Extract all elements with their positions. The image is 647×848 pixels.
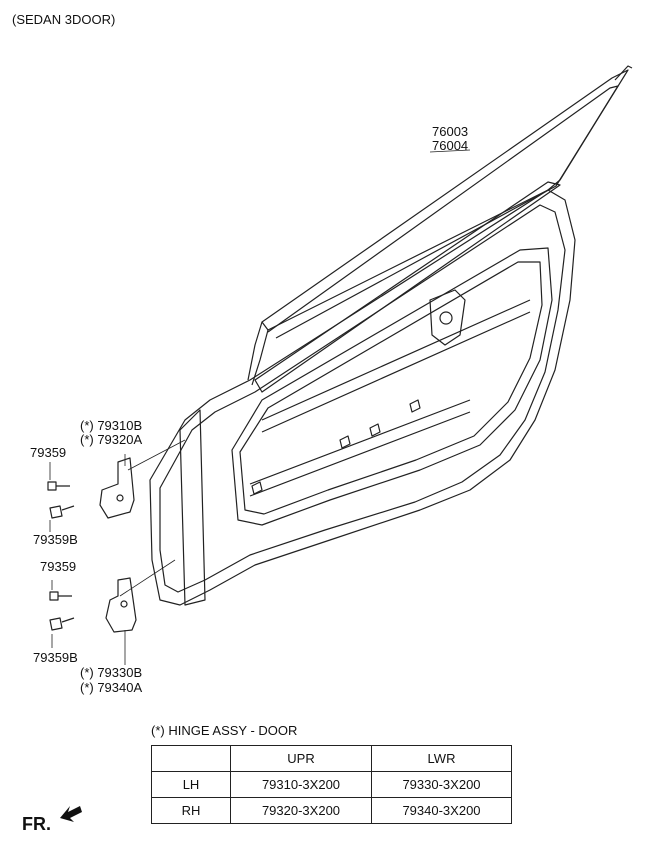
table-row: LH 79310-3X200 79330-3X200: [151, 771, 512, 798]
hinge-assy-table: UPR LWR LH 79310-3X200 79330-3X200 RH 79…: [151, 745, 512, 824]
callout-79359-upper: 79359: [30, 445, 67, 460]
callout-79320a: (*) 79320A: [80, 432, 143, 447]
lower-bolt-b: [49, 617, 75, 631]
table-header-cell: UPR: [230, 745, 372, 772]
callout-79359b-upper: 79359B: [33, 532, 78, 547]
table-header-cell: LWR: [371, 745, 512, 772]
view-title: (SEDAN 3DOOR): [12, 12, 116, 27]
upper-bolt-b: [49, 505, 75, 519]
upper-hinge: [99, 457, 135, 519]
front-arrow-icon: [60, 806, 82, 822]
regulator-bracket: [429, 289, 466, 346]
callout-79359b-lower: 79359B: [33, 650, 78, 665]
table-cell: LH: [151, 771, 231, 798]
table-cell: 79310-3X200: [230, 771, 372, 798]
callout-79340a: (*) 79340A: [80, 680, 143, 695]
table-row: RH 79320-3X200 79340-3X200: [151, 797, 512, 824]
front-direction-label: FR.: [22, 814, 51, 834]
callout-76003: 76003: [432, 124, 469, 139]
door-inner-opening: [231, 247, 553, 526]
table-cell: 79340-3X200: [371, 797, 512, 824]
lower-bolt: [49, 591, 72, 601]
hinge-table-title: (*) HINGE ASSY - DOOR: [151, 723, 298, 738]
callout-79330b: (*) 79330B: [80, 665, 143, 680]
lower-hinge: [105, 577, 137, 633]
table-cell: 79320-3X200: [230, 797, 372, 824]
window-frame: [261, 69, 629, 331]
table-header-row: UPR LWR: [151, 745, 512, 772]
upper-bolt: [47, 481, 70, 491]
table-cell: RH: [151, 797, 231, 824]
callout-79310b: (*) 79310B: [80, 418, 143, 433]
callout-79359-lower: 79359: [40, 559, 77, 574]
callout-76004: 76004: [432, 138, 469, 153]
table-cell: 79330-3X200: [371, 771, 512, 798]
table-header-cell: [151, 745, 231, 772]
